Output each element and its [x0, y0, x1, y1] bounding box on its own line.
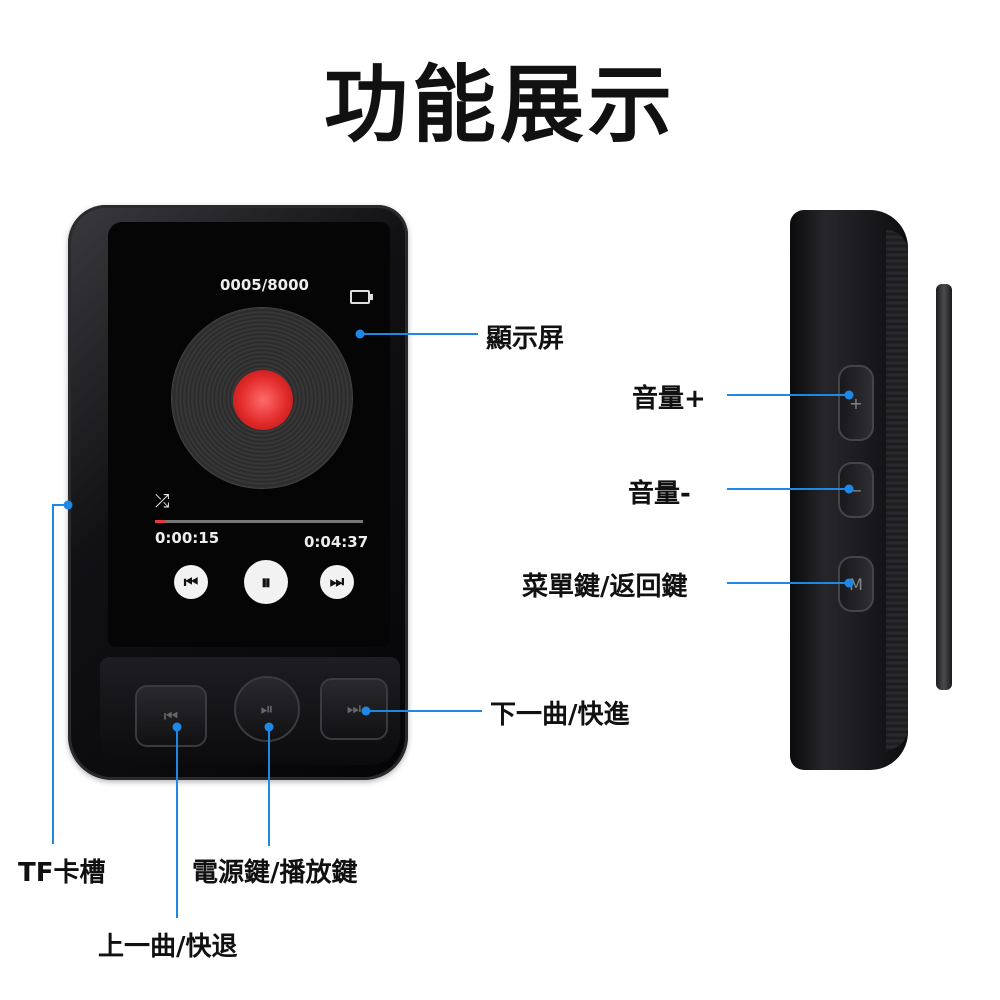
minus-icon: −	[849, 480, 863, 500]
total-time: 0:04:37	[304, 533, 369, 551]
track-counter: 0005/8000	[220, 276, 309, 294]
label-display: 顯示屏	[486, 324, 565, 354]
next-key-icon: ⏭	[346, 699, 362, 718]
label-menu-back: 菜單鍵/返回鍵	[522, 572, 688, 602]
label-power-play: 電源鍵/播放鍵	[192, 858, 358, 888]
volume-up-dot	[844, 390, 854, 400]
label-volume-up: 音量+	[632, 384, 706, 414]
play-pause-key-icon: ⏯	[260, 699, 274, 718]
side-edge-texture	[886, 230, 908, 750]
shuffle-icon: ⤮	[155, 491, 170, 512]
screen-pause-icon: ⏸	[244, 560, 288, 604]
screen-next-icon: ⏭	[320, 565, 354, 599]
disc-label	[233, 370, 293, 430]
plus-icon: +	[849, 393, 863, 413]
volume-up-button[interactable]: +	[838, 365, 874, 441]
menu-back-button[interactable]: M	[838, 556, 874, 612]
volume-up-leader	[727, 394, 849, 396]
power-dot	[264, 722, 274, 732]
belt-clip	[936, 284, 952, 690]
next-dot	[361, 706, 371, 716]
volume-down-button[interactable]: −	[838, 462, 874, 518]
power-leader	[268, 726, 270, 846]
elapsed-time: 0:00:15	[155, 529, 220, 547]
power-play-key[interactable]: ⏯	[234, 676, 300, 742]
volume-down-leader	[727, 488, 849, 490]
prev-key-icon: ⏮	[163, 706, 179, 725]
next-key[interactable]: ⏭	[320, 678, 388, 740]
next-leader	[366, 710, 482, 712]
volume-down-dot	[844, 484, 854, 494]
page-title: 功能展示	[323, 56, 676, 154]
prev-dot	[172, 722, 182, 732]
label-prev-rewind: 上一曲/快退	[98, 932, 238, 962]
screen-prev-icon: ⏮	[174, 565, 208, 599]
label-volume-down: 音量-	[628, 479, 691, 509]
label-tf-slot: TF卡槽	[18, 858, 106, 888]
label-next-forward: 下一曲/快進	[490, 700, 630, 730]
prev-key[interactable]: ⏮	[135, 685, 207, 747]
display-leader	[360, 333, 478, 335]
tf-leader-h	[52, 504, 68, 506]
prev-leader	[176, 726, 178, 918]
display-dot	[355, 329, 365, 339]
menu-dot	[844, 578, 854, 588]
tf-leader-v	[52, 504, 54, 844]
battery-icon	[350, 290, 373, 304]
menu-leader	[727, 582, 849, 584]
tf-dot	[63, 500, 73, 510]
progress-fill	[155, 520, 167, 523]
progress-bar	[155, 520, 363, 523]
